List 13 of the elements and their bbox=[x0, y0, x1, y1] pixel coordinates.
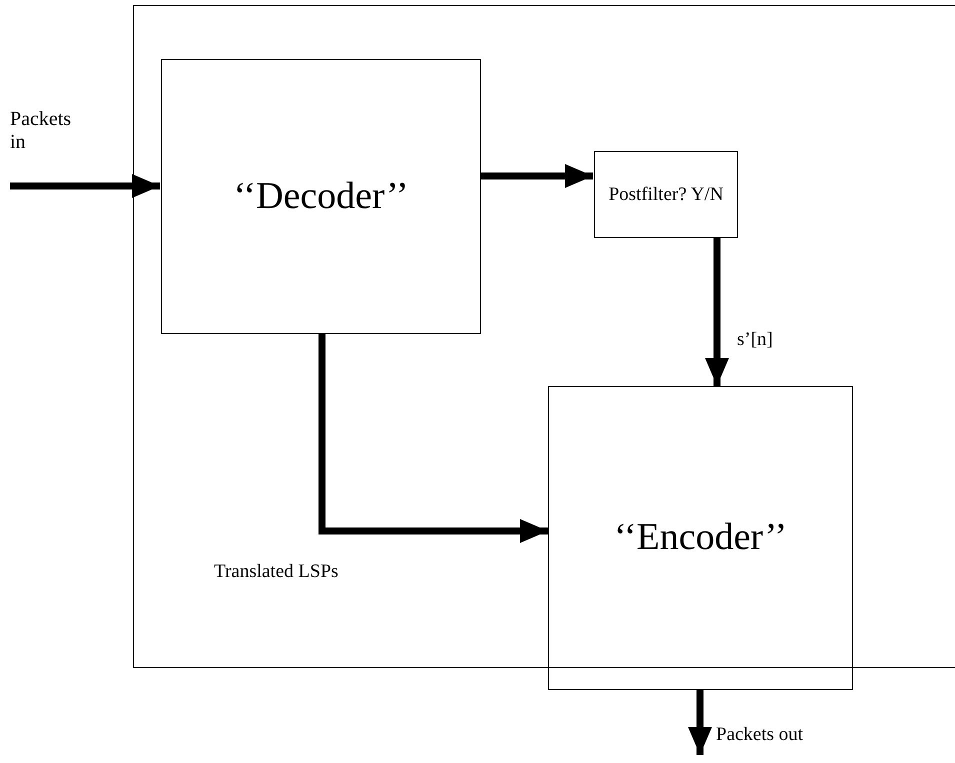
process-box bbox=[594, 151, 738, 238]
arrow bbox=[10, 174, 160, 198]
arrow bbox=[480, 164, 593, 188]
io-label: Packets out bbox=[716, 724, 826, 748]
box-label: ‘‘Decoder’’ bbox=[233, 174, 409, 218]
process-box bbox=[548, 386, 853, 690]
box-label: Postfilter? Y/N bbox=[608, 184, 724, 206]
arrow bbox=[705, 237, 729, 386]
process-box bbox=[161, 59, 481, 334]
arrow bbox=[688, 690, 712, 755]
box-label: ‘‘Encoder’’ bbox=[614, 516, 787, 560]
arrow bbox=[318, 333, 548, 543]
io-label: Packets in bbox=[10, 108, 82, 186]
